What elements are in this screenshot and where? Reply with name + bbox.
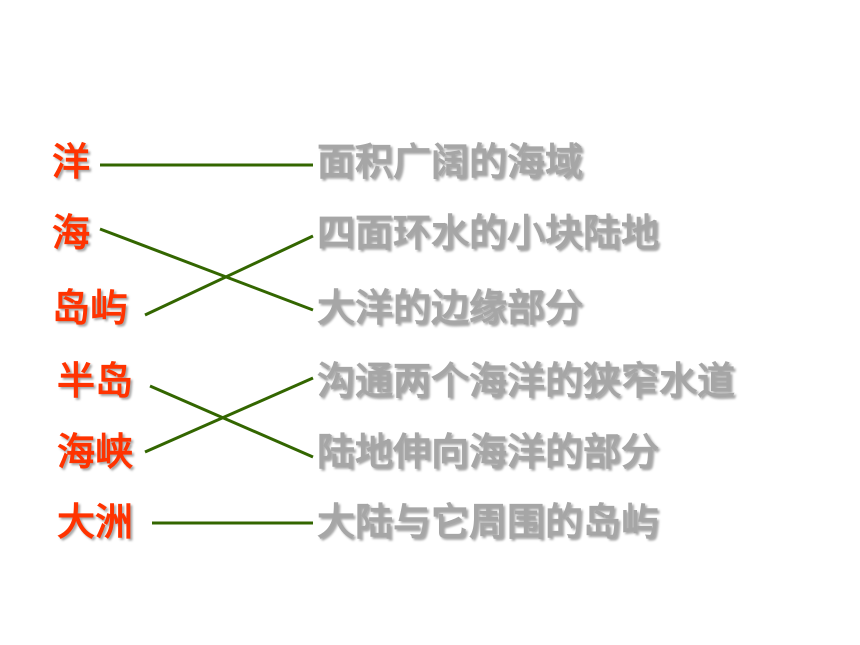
definition-label-5: 大陆与它周围的岛屿 bbox=[317, 500, 660, 544]
term-label-5: 大洲 bbox=[57, 500, 134, 544]
link-line-1 bbox=[99, 227, 314, 312]
definition-label-3: 沟通两个海洋的狭窄水道 bbox=[317, 359, 736, 403]
definition-label-2: 大洋的边缘部分 bbox=[317, 286, 584, 330]
link-line-3 bbox=[149, 384, 314, 459]
link-line-2 bbox=[144, 234, 314, 317]
term-label-2: 岛屿 bbox=[52, 286, 129, 330]
definition-label-1: 四面环水的小块陆地 bbox=[317, 211, 660, 255]
term-label-3: 半岛 bbox=[57, 359, 134, 403]
link-line-4 bbox=[144, 376, 314, 454]
term-label-1: 海 bbox=[52, 211, 91, 255]
definition-label-0: 面积广阔的海域 bbox=[317, 140, 584, 184]
term-label-4: 海峡 bbox=[57, 430, 134, 474]
definition-label-4: 陆地伸向海洋的部分 bbox=[317, 430, 660, 474]
term-label-0: 洋 bbox=[52, 140, 91, 184]
